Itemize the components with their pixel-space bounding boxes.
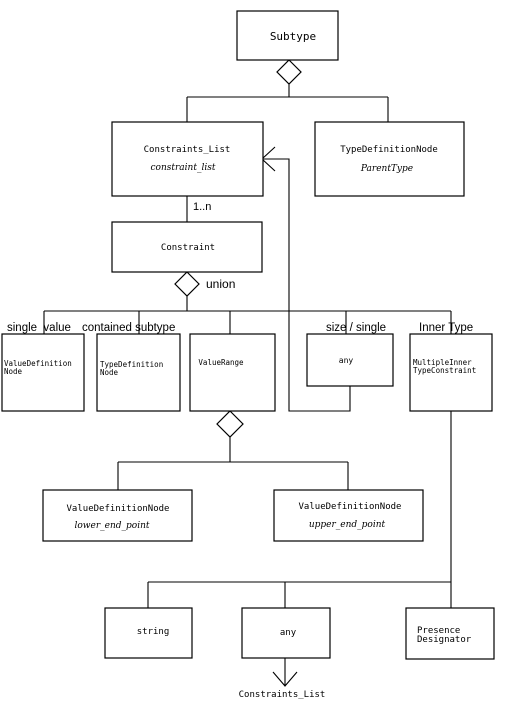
type-definition-node-contained: TypeDefinition Node bbox=[96, 333, 181, 412]
multiple-inner-type-constraint-node: MultipleInner TypeConstraint bbox=[409, 333, 493, 412]
single-value-label: single value bbox=[7, 322, 71, 334]
constraints-list-reference-label: Constraints_List bbox=[239, 690, 326, 700]
constraint-union-diamond bbox=[174, 271, 200, 297]
presence-designator-node: Presence Designator bbox=[405, 607, 495, 660]
value-range-aggregation-diamond bbox=[216, 410, 244, 438]
multiple-inner-line2: TypeConstraint bbox=[413, 366, 476, 375]
constraint-node: Constraint bbox=[111, 221, 263, 273]
any-size-single-node: any bbox=[306, 333, 394, 387]
value-definition-lower-title: ValueDefinitionNode bbox=[67, 504, 170, 514]
presence-designator-line1: Presence bbox=[417, 626, 460, 636]
value-range-node: ValueRange bbox=[189, 333, 276, 412]
type-definition-node-subtitle: ParentType bbox=[360, 164, 413, 174]
constraints-list-node: Constraints_List constraint_list bbox=[111, 121, 264, 197]
value-definition-upper-title: ValueDefinitionNode bbox=[299, 502, 402, 512]
type-definition-node-title: TypeDefinitionNode bbox=[340, 145, 438, 155]
multiplicity-label: 1..n bbox=[193, 201, 211, 213]
value-definition-node-line2: Node bbox=[4, 367, 23, 376]
constraints-list-title: Constraints_List bbox=[144, 145, 231, 155]
string-node: string bbox=[104, 607, 193, 659]
value-definition-node-single: ValueDefinition Node bbox=[1, 333, 85, 412]
string-title: string bbox=[137, 627, 170, 637]
value-range-title: ValueRange bbox=[198, 358, 244, 367]
subtype-node: Subtype bbox=[236, 10, 339, 61]
any-presence-title: any bbox=[280, 628, 297, 638]
value-definition-upper-subtitle: upper_end_point bbox=[309, 520, 386, 530]
constraint-title: Constraint bbox=[161, 243, 215, 253]
subtype-aggregation-diamond bbox=[276, 59, 302, 85]
subtype-title: Subtype bbox=[270, 30, 316, 43]
any-size-single-title: any bbox=[339, 356, 354, 365]
constraints-list-subtitle: constraint_list bbox=[151, 163, 216, 173]
contained-subtype-label: contained subtype bbox=[82, 322, 175, 334]
presence-designator-line2: Designator bbox=[417, 635, 472, 645]
type-definition-node-contained-line2: Node bbox=[100, 368, 119, 377]
value-definition-node-lower: ValueDefinitionNode lower_end_point bbox=[42, 489, 193, 542]
type-definition-node-parent: TypeDefinitionNode ParentType bbox=[314, 121, 465, 197]
value-definition-node-line1: ValueDefinition bbox=[4, 359, 72, 368]
type-definition-node-contained-line1: TypeDefinition bbox=[100, 360, 163, 369]
any-presence-node: any bbox=[241, 607, 331, 659]
union-label: union bbox=[206, 277, 235, 291]
size-single-label: size / single bbox=[326, 322, 386, 334]
value-definition-node-upper: ValueDefinitionNode upper_end_point bbox=[273, 489, 424, 542]
inner-type-label: Inner Type bbox=[419, 322, 473, 334]
multiple-inner-line1: MultipleInner bbox=[413, 358, 472, 367]
value-definition-lower-subtitle: lower_end_point bbox=[75, 521, 150, 531]
